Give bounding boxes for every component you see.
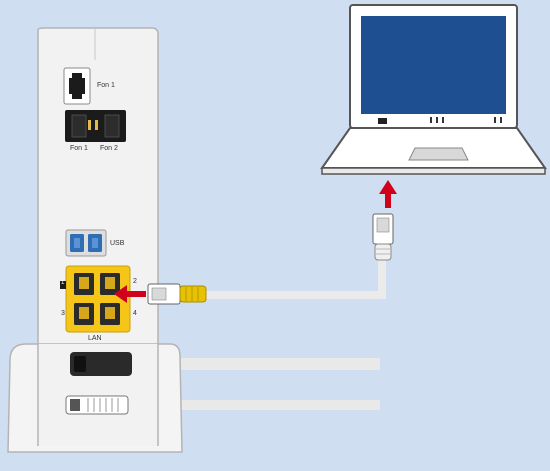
lan-port-4	[100, 303, 120, 325]
fon1-socket-label: Fon 1	[70, 145, 88, 152]
lan-port-number-4: 4	[133, 310, 137, 317]
lan-indicator	[60, 281, 66, 289]
laptop	[320, 4, 547, 175]
lan-port-3	[74, 303, 94, 325]
lan-port-number-2: 2	[133, 278, 137, 285]
router	[7, 27, 183, 453]
fon-port-label: Fon 1	[97, 82, 115, 89]
fon-port-socket	[69, 73, 85, 99]
laptop-screen	[361, 16, 506, 114]
lan-port-number-1: 1	[61, 280, 65, 286]
laptop-lan-port	[378, 118, 387, 124]
cables	[125, 258, 386, 410]
lan-cable-horizontal	[200, 291, 386, 299]
power-cable	[130, 358, 380, 370]
lan-port-1	[74, 273, 94, 295]
lan-label: LAN	[88, 335, 102, 342]
lan-cable-vertical	[378, 258, 386, 299]
fon2-socket	[95, 120, 98, 130]
fon2-socket-label: Fon 2	[100, 145, 118, 152]
dsl-cable	[125, 400, 380, 410]
dsl-plug	[65, 395, 129, 415]
laptop-touchpad	[408, 147, 469, 161]
ethernet-plug-laptop	[372, 213, 394, 261]
up-arrow-icon	[379, 180, 397, 208]
lan-port-2	[100, 273, 120, 295]
ethernet-plug-icon	[147, 283, 207, 305]
fon1-socket	[88, 120, 91, 130]
lan-port-number-3: 3	[61, 310, 65, 317]
left-arrow-icon	[114, 285, 146, 303]
usb-label: USB	[110, 240, 125, 247]
